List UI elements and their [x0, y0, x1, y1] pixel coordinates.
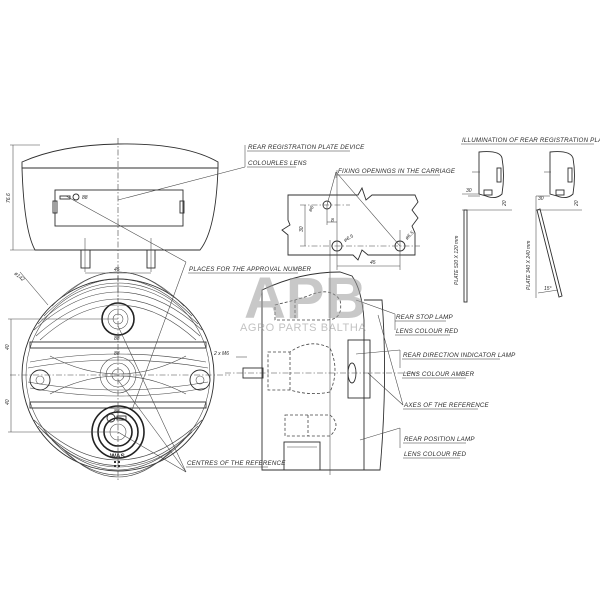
diameter-dimension: ø142 — [13, 271, 26, 283]
label-plate-device: REAR REGISTRATION PLATE DEVICE — [248, 144, 365, 151]
upper-spacing-dimension: 40 — [5, 344, 11, 350]
approval-mark-top: 88 — [82, 195, 88, 201]
hole-small-dimension: ø6 — [308, 205, 316, 213]
offset-small-dimension: 8 — [331, 218, 334, 224]
lower-spacing-dimension: 40 — [5, 399, 11, 405]
label-illumination: ILLUMINATION OF REAR REGISTRATION PLATES — [462, 137, 600, 144]
label-position-lamp: REAR POSITION LAMP — [404, 436, 475, 443]
plate-1-label: PLATE 520 X 120 mm — [454, 236, 460, 285]
angle-dimension: 15° — [544, 286, 552, 292]
label-colourless-lens: COLOURLES LENS — [248, 160, 308, 167]
watermark-logo: APB — [244, 266, 366, 331]
drop-1-dimension: 20 — [502, 200, 508, 207]
label-centres-reference: CENTRES OF THE REFERENCE — [187, 460, 286, 467]
plate-2-label: PLATE 340 X 240 mm — [526, 241, 532, 290]
offset-2-dimension: 30 — [538, 196, 544, 202]
hole-right-dimension: ø6.5 — [404, 230, 415, 241]
offset-1-dimension: 30 — [466, 188, 472, 194]
top-view: 88 76.6 45 — [6, 138, 246, 300]
fixing-openings-diagram: 30 45 ø6 ø6.5 ø6.5 8 — [281, 170, 420, 270]
approval-mark-3: 88 — [114, 409, 120, 415]
label-position-lens: LENS COLOUR RED — [404, 451, 466, 458]
labels: REAR REGISTRATION PLATE DEVICE COLOURLES… — [186, 137, 600, 468]
watermark: APB AGRO PARTS BALTHA — [240, 266, 366, 334]
label-axes-reference: AXES OF THE REFERENCE — [403, 402, 490, 409]
thread-dimension: 2 x M6 — [213, 351, 229, 357]
stud-spacing-dimension: 45 — [114, 267, 120, 273]
horizontal-gap-dimension: 45 — [370, 260, 376, 266]
side-view: 2 x M6 — [213, 240, 420, 475]
label-fixing-openings: FIXING OPENINGS IN THE CARRIAGE — [338, 168, 456, 175]
hole-mid-dimension: ø6.5 — [343, 233, 355, 243]
drop-2-dimension: 20 — [574, 200, 580, 207]
approval-mark-1: 88 — [114, 336, 120, 342]
vertical-gap-dimension: 30 — [299, 226, 305, 232]
label-approval-places: PLACES FOR THE APPROVAL NUMBER — [189, 266, 312, 273]
label-stop-lens: LENS COLOUR RED — [396, 328, 458, 335]
label-direction-lamp: REAR DIRECTION INDICATOR LAMP — [403, 352, 516, 359]
illumination-diagram: 30 20 PLATE 520 X 120 mm 30 20 15° PLATE… — [454, 151, 582, 303]
label-direction-lens: LENS COLOUR AMBER — [403, 371, 475, 378]
front-view: 88 88 — [5, 195, 230, 480]
height-dimension: 76.6 — [6, 193, 12, 203]
watermark-tagline: AGRO PARTS BALTHA — [240, 322, 366, 334]
label-stop-lamp: REAR STOP LAMP — [396, 314, 453, 321]
